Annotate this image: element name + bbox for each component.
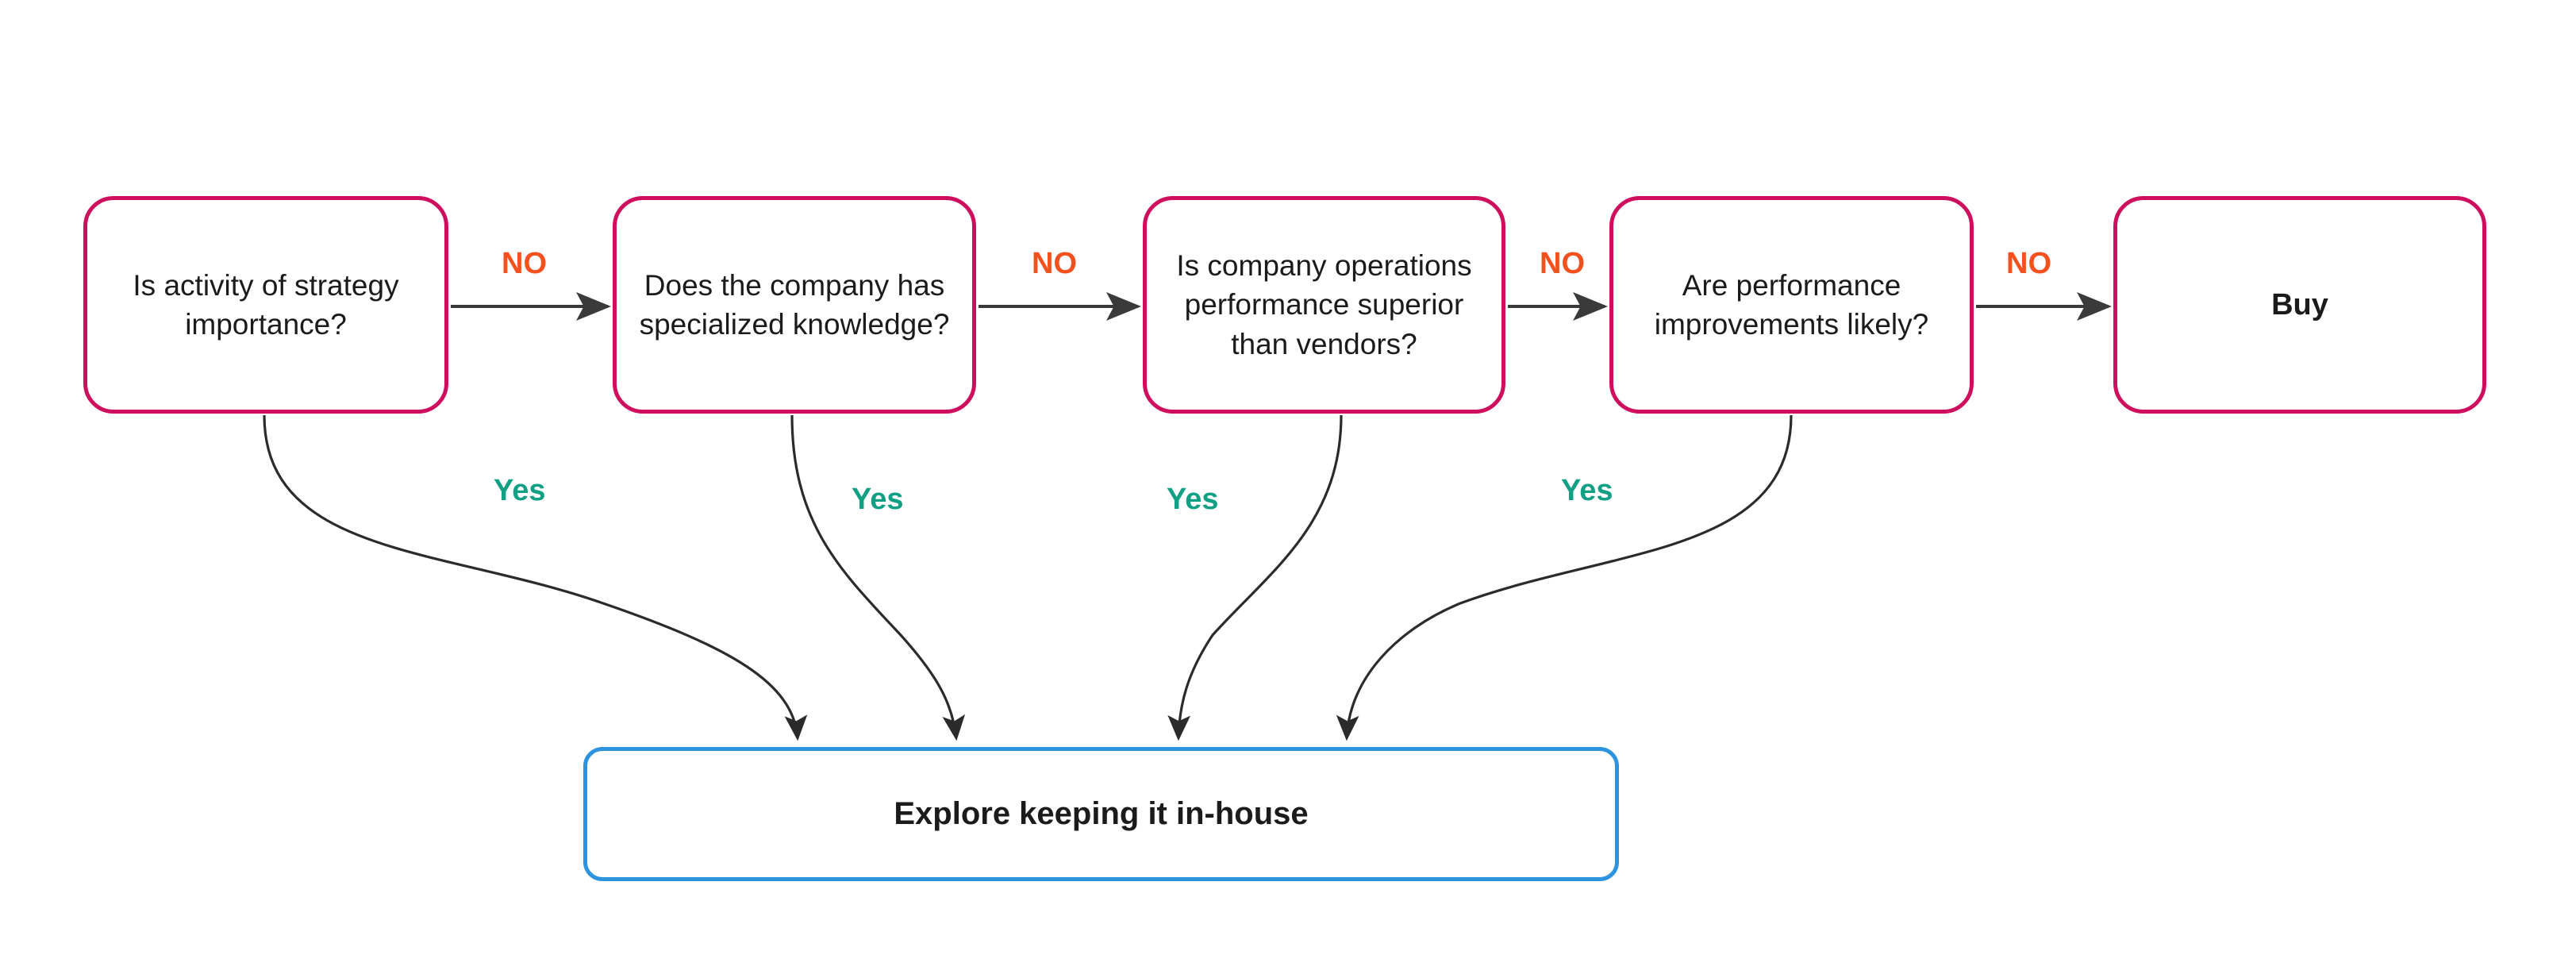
edge-label-yes-2: Yes: [852, 483, 904, 516]
edge-label-yes-4: Yes: [1561, 474, 1613, 507]
decision-node-performance-superior-label: Is company operations performance superi…: [1176, 249, 1472, 360]
decision-node-strategy-importance-label: Is activity of strategy importance?: [133, 268, 399, 341]
edge-label-yes-3: Yes: [1167, 483, 1219, 516]
terminal-node-buy[interactable]: Buy: [2113, 196, 2486, 414]
decision-node-specialized-knowledge[interactable]: Does the company has specialized knowled…: [613, 196, 976, 414]
edge-q1-inhouse-curve: [263, 414, 808, 741]
decision-node-improvements-likely[interactable]: Are performance improvements likely?: [1609, 196, 1974, 414]
decision-node-strategy-importance[interactable]: Is activity of strategy importance?: [83, 196, 448, 414]
terminal-node-buy-label: Buy: [2271, 287, 2328, 322]
edge-q4-inhouse-curve: [1336, 414, 1793, 741]
decision-node-improvements-likely-label: Are performance improvements likely?: [1654, 268, 1929, 341]
outcome-node-explore-in-house[interactable]: Explore keeping it in-house: [583, 747, 1619, 881]
edge-q3-inhouse-curve: [1167, 414, 1343, 741]
edge-label-no-2: NO: [1032, 247, 1077, 280]
decision-node-specialized-knowledge-label: Does the company has specialized knowled…: [639, 268, 950, 341]
decision-node-performance-superior[interactable]: Is company operations performance superi…: [1143, 196, 1505, 414]
edge-label-no-1: NO: [502, 247, 547, 280]
edge-label-no-4: NO: [2006, 247, 2051, 280]
edge-label-no-3: NO: [1540, 247, 1585, 280]
outcome-node-explore-in-house-label: Explore keeping it in-house: [894, 795, 1309, 831]
edge-label-yes-1: Yes: [494, 474, 546, 507]
edge-q2-inhouse-curve: [790, 414, 966, 741]
